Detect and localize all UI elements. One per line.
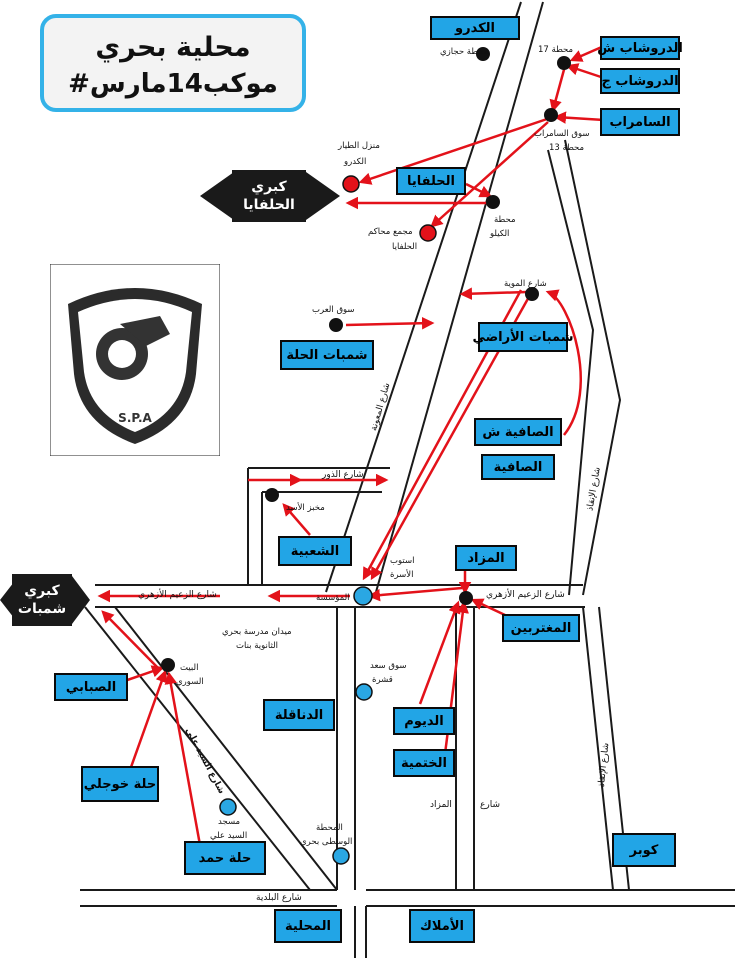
label-halfaya-small: الحلفايا: [392, 242, 418, 252]
box-hillat-khojali: حلة خوجلي: [81, 766, 159, 802]
box-halfaya: الحلفايا: [396, 167, 466, 195]
box-kadaro: الكدرو: [430, 16, 520, 40]
label-kilo: الكيلو: [490, 229, 510, 239]
label-mahata17: محطة 17: [538, 45, 574, 55]
box-safiya-sh: الصافية ش: [474, 418, 562, 446]
label-souq-arab: سوق العرب: [312, 305, 355, 315]
label-mahatat-kilo: محطة: [494, 215, 516, 225]
label-mahata13: محطة 13: [549, 143, 585, 153]
label-souq-samarab: سوق السامراب: [534, 129, 590, 139]
box-safiya: الصافية: [481, 454, 555, 480]
street-zaeem-left: شارع الزعيم الأزهري: [138, 590, 217, 600]
bridge-halfaya: كبري الحلفايا: [232, 170, 306, 222]
box-shaabiya: الشعبية: [278, 536, 352, 566]
street-dhor: شارع الذور: [322, 470, 364, 480]
spa-logo: S.P.A: [49, 263, 221, 457]
label-mahatat-hijazi: محطة حجازي: [440, 47, 489, 57]
box-samarab: السامراب: [600, 108, 680, 136]
title-card: محلية بحري #موكب14مارس: [40, 14, 306, 112]
bridge-halfaya-line2: الحلفايا: [243, 197, 295, 213]
box-shambat-hilla: شمبات الحلة: [280, 340, 374, 370]
bridge-halfaya-line1: كبري: [251, 179, 287, 195]
box-mahaliya: المحلية: [274, 909, 342, 943]
road-mauna-left: [325, 1, 522, 593]
box-daniqla: الدناقلة: [263, 699, 335, 731]
box-hillat-hamad: حلة حمد: [184, 841, 266, 875]
label-kadaro-small: الكدرو: [344, 157, 367, 167]
street-baladiya: شارع البلدية: [256, 893, 302, 903]
label-masjid1: مسجد: [218, 817, 241, 827]
label-makhbaz-asad: مخبز الأسد: [286, 503, 325, 513]
bridge-shambat-line1: كبري: [24, 583, 60, 599]
label-manzil-tayyar: منزل الطيار: [338, 141, 380, 151]
label-maydan2: الثانوية بنات: [236, 641, 279, 651]
title-line1: محلية بحري: [95, 32, 251, 63]
label-mahata-wusta1: المحطة: [316, 823, 343, 833]
label-majma-mahakim: مجمع محاكم: [368, 227, 413, 237]
road-mauna-right: [375, 1, 544, 593]
street-zaeem-right: شارع الزعيم الأزهري: [486, 590, 565, 600]
box-darawshab-sh: الدروشاب ش: [597, 36, 683, 60]
box-deyoum: الديوم: [393, 707, 455, 735]
box-darawshab-j: الدروشاب ج: [600, 68, 680, 94]
logo-abbr: S.P.A: [118, 411, 152, 425]
bridge-halfaya-arrows: [200, 172, 340, 220]
box-shambat-aradi: شمبات الأراضي: [472, 322, 574, 352]
label-bayt-suri2: السوري: [176, 677, 204, 687]
label-muassasa: المؤسسة: [316, 593, 350, 603]
road-inqaz-a: [547, 149, 595, 596]
box-kober: كوبر: [612, 833, 676, 867]
title-line2: #موكب14مارس: [68, 69, 278, 99]
label-maydan1: ميدان مدرسة بحري: [222, 627, 292, 637]
label-souq-saad2: قشرة: [372, 675, 393, 685]
landmarks: [161, 47, 571, 865]
bridge-shambat: كبري شمبات: [12, 574, 72, 626]
street-mazad1: المزاد: [430, 800, 452, 810]
box-amlak: الأملاك: [409, 909, 475, 943]
box-mughtaribin: المغتربين: [502, 614, 580, 642]
box-khatmiya: الختمية: [393, 749, 455, 777]
bridge-shambat-line2: شمبات: [17, 601, 67, 617]
label-mahata-wusta2: الوسطى بحري: [300, 837, 353, 847]
label-masjid2: السيد علي: [210, 831, 248, 841]
label-stop-usra1: استوب: [390, 556, 415, 566]
street-mazad2: شارع: [480, 800, 500, 810]
road-inqaz-b: [564, 139, 622, 596]
box-sababi: الصبابي: [54, 673, 128, 701]
box-mazad: المزاد: [455, 545, 517, 571]
label-stop-usra2: الأسرة: [390, 570, 414, 580]
bridge-shambat-arrows: [0, 576, 90, 624]
roads: [80, 1, 735, 958]
label-souq-saad1: سوق سعد: [370, 661, 407, 671]
label-bayt-suri1: البيت: [180, 663, 199, 673]
label-shari-mowiya: شارع الموية: [504, 279, 547, 289]
routes: [97, 44, 605, 846]
